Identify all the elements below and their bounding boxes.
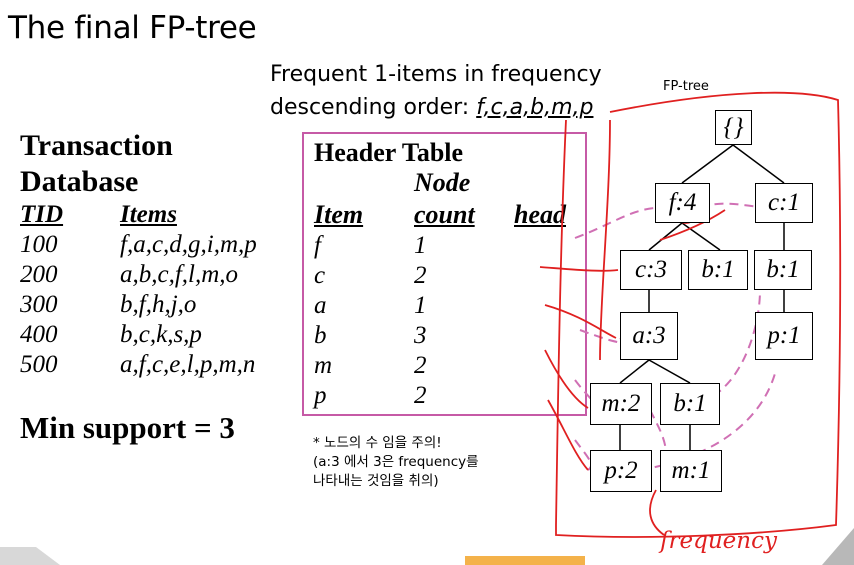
red-pointer-frequency bbox=[649, 489, 665, 536]
edge-a3-m2 bbox=[619, 359, 650, 384]
header-table-row: f 1 bbox=[304, 232, 584, 262]
header-table-row: b 3 bbox=[304, 322, 584, 352]
tid-cell: 500 bbox=[20, 351, 58, 378]
tree-node-p: p:2 bbox=[590, 450, 652, 492]
edge-root-c1 bbox=[732, 144, 785, 184]
count-scribble: 2 bbox=[414, 352, 427, 379]
red-pointer-c bbox=[539, 266, 619, 272]
item-column-header: Item bbox=[314, 200, 364, 229]
table-row: 400 b,c,k,s,p bbox=[20, 320, 257, 350]
edge-root-f bbox=[681, 144, 734, 184]
frequent-items-caption: Frequent 1-items in frequency descending… bbox=[270, 58, 602, 124]
tree-node-b-mid: b:1 bbox=[660, 383, 720, 425]
header-table-row: a 1 bbox=[304, 292, 584, 322]
table-row: 300 b,f,h,j,o bbox=[20, 290, 257, 320]
header-table-row: c 2 bbox=[304, 262, 584, 292]
caption-line-2: descending order: f,c,a,b,m,p bbox=[270, 91, 602, 124]
footer-decoration-mid bbox=[465, 556, 585, 565]
link-a bbox=[579, 329, 625, 344]
tid-cell: 400 bbox=[20, 321, 58, 348]
caption-line-1: Frequent 1-items in frequency bbox=[270, 62, 602, 87]
edge-a3-b1 bbox=[648, 359, 691, 384]
item-order: f,c,a,b,m,p bbox=[476, 95, 594, 120]
node-column-label: Node bbox=[414, 168, 471, 197]
note-line-3: 나타내는 것임을 취의) bbox=[313, 473, 439, 489]
red-pointer-m bbox=[544, 349, 589, 409]
tree-node-m-right: m:1 bbox=[660, 450, 722, 492]
tree-node-m: m:2 bbox=[590, 383, 652, 425]
count-scribble: 2 bbox=[414, 382, 427, 409]
items-cell: b,f,h,j,o bbox=[120, 291, 197, 318]
tree-edges bbox=[619, 144, 785, 450]
tree-node-f: f:4 bbox=[655, 183, 710, 223]
tree-node-b-left: b:1 bbox=[688, 250, 748, 290]
tid-cell: 300 bbox=[20, 291, 58, 318]
heading-line-2: Database bbox=[20, 165, 139, 198]
link-b-chain bbox=[699, 289, 761, 403]
header-table: Header Table Node Item count head f 1 c … bbox=[302, 132, 587, 416]
red-pointer-f bbox=[599, 119, 611, 361]
items-cell: f,a,c,d,g,i,m,p bbox=[120, 231, 257, 258]
tree-node-root: {} bbox=[715, 110, 752, 145]
red-pointer-a bbox=[544, 304, 617, 339]
count-scribble: 2 bbox=[414, 262, 427, 289]
red-curve-f bbox=[659, 209, 726, 241]
items-cell: b,c,k,s,p bbox=[120, 321, 202, 348]
tree-node-a: a:3 bbox=[620, 312, 678, 360]
items-cell: a,f,c,e,l,p,m,n bbox=[120, 351, 256, 378]
item-cell: f bbox=[314, 232, 321, 259]
header-table-row: m 2 bbox=[304, 352, 584, 382]
count-column-header: count bbox=[414, 200, 475, 229]
head-column-header: head bbox=[514, 200, 566, 229]
header-table-title: Header Table bbox=[314, 138, 464, 167]
tree-node-c: c:3 bbox=[620, 250, 682, 290]
table-row: 500 a,f,c,e,l,p,m,n bbox=[20, 350, 257, 380]
tid-cell: 200 bbox=[20, 261, 58, 288]
handwritten-frequency-label: frequency bbox=[660, 528, 777, 554]
korean-note: * 노드의 수 임을 주의! (a:3 에서 3은 frequency를 나타내… bbox=[313, 434, 479, 491]
tid-cell: 100 bbox=[20, 231, 58, 258]
transaction-database-heading: Transaction Database bbox=[20, 128, 173, 200]
fp-tree-label: FP-tree bbox=[663, 79, 709, 94]
count-scribble: 3 bbox=[414, 322, 427, 349]
slide-title: The final FP-tree bbox=[8, 10, 257, 46]
edge-f-c3 bbox=[648, 222, 683, 251]
item-cell: p bbox=[314, 382, 327, 409]
header-table-row: p 2 bbox=[304, 382, 584, 412]
item-cell: a bbox=[314, 292, 327, 319]
item-cell: c bbox=[314, 262, 326, 289]
table-row: 100 f,a,c,d,g,i,m,p bbox=[20, 230, 257, 260]
link-m-to-m1 bbox=[649, 409, 668, 471]
items-column-header: Items bbox=[120, 201, 177, 228]
count-scribble: 1 bbox=[414, 292, 427, 319]
note-line-2: (a:3 에서 3은 frequency를 bbox=[313, 454, 479, 470]
transaction-table: TID Items 100 f,a,c,d,g,i,m,p 200 a,b,c,… bbox=[20, 200, 257, 380]
tree-node-b-right: b:1 bbox=[754, 250, 812, 290]
min-support-label: Min support = 3 bbox=[20, 410, 235, 445]
link-f bbox=[574, 207, 656, 239]
tree-node-c-right: c:1 bbox=[755, 183, 813, 223]
red-pointer-p bbox=[547, 399, 589, 471]
item-cell: m bbox=[314, 352, 333, 379]
item-cell: b bbox=[314, 322, 327, 349]
note-line-1: * 노드의 수 임을 주의! bbox=[313, 435, 442, 451]
items-cell: a,b,c,f,l,m,o bbox=[120, 261, 239, 288]
caption-prefix: descending order: bbox=[270, 95, 477, 120]
tid-column-header: TID bbox=[20, 201, 64, 228]
count-scribble: 1 bbox=[414, 232, 427, 259]
heading-line-1: Transaction bbox=[20, 129, 173, 162]
table-row: 200 a,b,c,f,l,m,o bbox=[20, 260, 257, 290]
link-p bbox=[574, 439, 593, 471]
edge-f-b1 bbox=[681, 222, 721, 251]
transaction-table-header: TID Items bbox=[20, 200, 257, 230]
tree-node-p-right: p:1 bbox=[755, 312, 813, 360]
